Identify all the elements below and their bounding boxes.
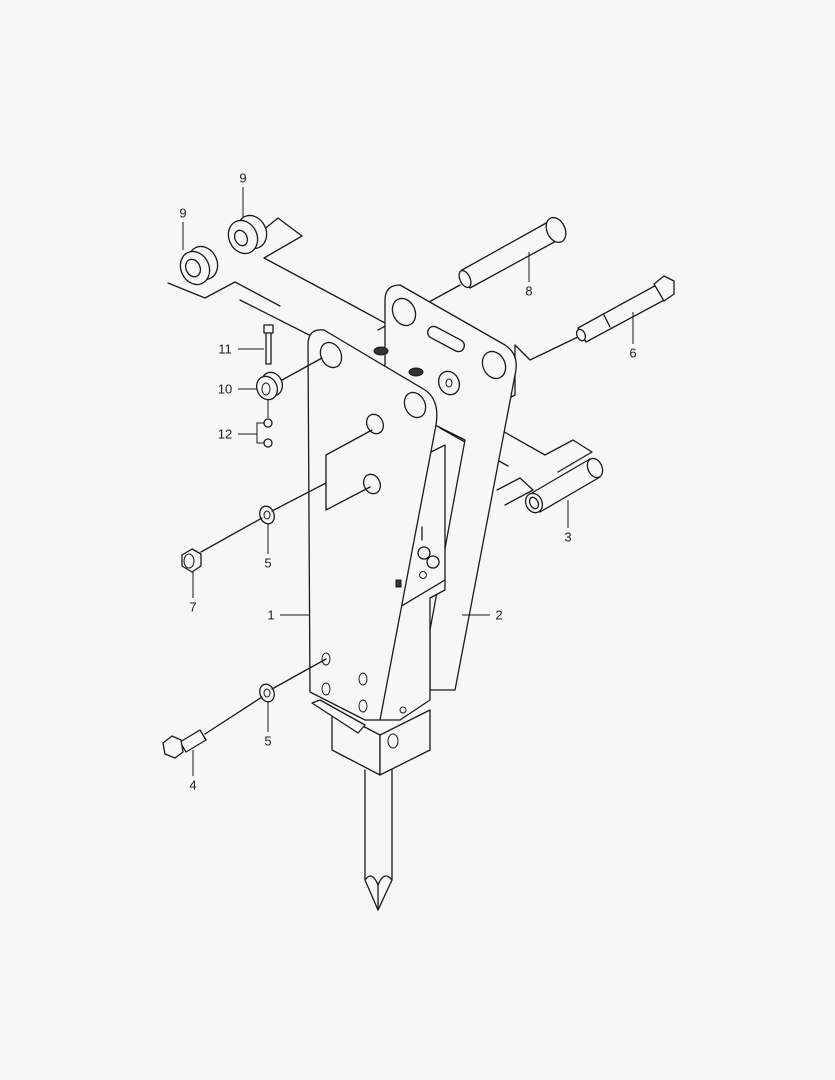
side-plate-1 [307, 329, 438, 734]
callout-label-9-right: 9 [239, 170, 247, 186]
callout-leaders [182, 187, 634, 776]
callout-label-4: 4 [189, 777, 197, 793]
callout-label-7: 7 [189, 599, 197, 615]
bolt-6 [575, 275, 675, 343]
callout-label-3: 3 [564, 529, 572, 545]
callout-label-6: 6 [629, 345, 637, 361]
nut-7 [181, 482, 327, 573]
callout-label-12: 12 [217, 426, 233, 442]
pin-8 [458, 216, 567, 289]
callout-label-5-upper: 5 [264, 555, 272, 571]
washer-5-lower [259, 683, 275, 703]
callout-label-5-lower: 5 [264, 733, 272, 749]
callout-label-11: 11 [218, 341, 232, 357]
washer-5-upper [259, 505, 275, 525]
sleeve-3 [524, 457, 604, 514]
callout-label-10: 10 [217, 381, 233, 397]
collar-10 [255, 357, 323, 401]
bushing-9-left [179, 245, 219, 286]
chisel [364, 769, 393, 911]
callout-label-2: 2 [495, 607, 503, 623]
bushing-9-right [227, 214, 268, 255]
threaded-bosses [373, 346, 424, 377]
nuts-12 [263, 400, 273, 448]
callout-label-9-left: 9 [179, 205, 187, 221]
bolt-4 [162, 658, 327, 759]
bolt-11 [263, 324, 274, 365]
callout-label-1: 1 [267, 607, 275, 623]
callout-label-8: 8 [525, 283, 533, 299]
